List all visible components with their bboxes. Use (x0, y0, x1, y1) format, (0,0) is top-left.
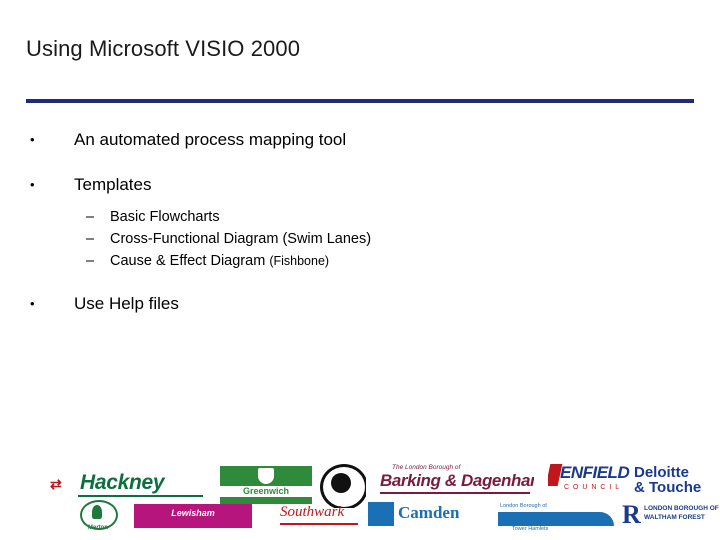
partner-logo-strip: ⇄ Hackney Greenwich The London Borough o… (30, 462, 719, 532)
sub-bullet-text: Basic Flowcharts (110, 209, 220, 225)
bullet-item-3: • Use Help files (26, 294, 694, 314)
magenta-logo-text: Lewisham (171, 508, 215, 518)
sub-bullet-list: – Basic Flowcharts – Cross-Functional Di… (26, 206, 694, 272)
bullet-text: Templates (74, 175, 152, 194)
waltham-logo-line1: LONDON BOROUGH OF (644, 505, 719, 512)
greenwich-logo: Greenwich (220, 466, 312, 504)
bullet-marker: • (30, 177, 35, 192)
barking-logo-text: Barking & Dagenham (380, 471, 534, 490)
bullet-item-1: • An automated process mapping tool (26, 130, 694, 150)
tree-crest-ring-icon (80, 500, 118, 530)
enfield-logo: ENFIELD C O U N C I L (548, 462, 632, 502)
southwark-logo: Southwark (280, 504, 362, 530)
sub-bullet-marker: – (86, 231, 95, 247)
bullet-marker: • (30, 132, 35, 147)
barking-underline (380, 492, 530, 494)
bullet-text: An automated process mapping tool (74, 130, 347, 149)
bullet-marker: • (30, 296, 35, 311)
page-title: Using Microsoft VISIO 2000 (26, 36, 301, 61)
waltham-logo-line2: WALTHAM FOREST (644, 514, 705, 521)
swoosh-logo-bottom-text: Tower Hamlets (512, 526, 549, 530)
tree-crest-logo: Merton (72, 500, 124, 532)
southwark-underline (280, 523, 358, 525)
enfield-logo-text: ENFIELD (560, 463, 630, 482)
sub-bullet-item-2: – Cross-Functional Diagram (Swim Lanes) (26, 228, 694, 250)
title-divider (26, 99, 694, 103)
bullet-text: Use Help files (74, 294, 179, 313)
hackney-logo-text: Hackney (80, 471, 165, 494)
waltham-initial-icon: R (622, 502, 641, 529)
borough-crest-logo (320, 464, 366, 508)
greenwich-crest-icon (258, 468, 274, 484)
deloitte-touche-logo: Deloitte & Touche (632, 464, 720, 502)
greenwich-band (220, 486, 312, 497)
camden-mark-icon (368, 502, 394, 526)
barking-dagenham-logo: The London Borough of Barking & Dagenham (378, 464, 534, 498)
sub-bullet-text-paren: (Fishbone) (269, 254, 330, 268)
barking-logo-subtitle: The London Borough of (392, 464, 461, 471)
southwark-logo-text: Southwark (280, 504, 345, 520)
sub-bullet-text: Cause & Effect Diagram (110, 253, 270, 269)
deloitte-logo-line1: Deloitte (634, 464, 690, 481)
hackney-arrows-icon: ⇄ (50, 476, 62, 492)
deloitte-logo-line2: & Touche (634, 479, 702, 496)
sub-bullet-marker: – (86, 209, 95, 225)
sub-bullet-item-1: – Basic Flowcharts (26, 206, 694, 228)
sub-bullet-text: Cross-Functional Diagram (Swim Lanes) (110, 231, 372, 247)
bullet-item-2: • Templates (26, 175, 694, 195)
camden-logo-text: Camden (398, 503, 460, 522)
swoosh-logo: London Borough of Tower Hamlets (498, 502, 614, 530)
sub-bullet-item-3: – Cause & Effect Diagram (Fishbone) (26, 250, 694, 272)
crest-inner-icon (331, 473, 351, 493)
tree-icon (92, 505, 102, 519)
slide-body: • An automated process mapping tool • Te… (26, 130, 694, 339)
greenwich-logo-text: Greenwich (242, 486, 289, 496)
waltham-forest-logo: R LONDON BOROUGH OF WALTHAM FOREST (622, 502, 720, 530)
enfield-logo-subtitle: C O U N C I L (564, 484, 621, 491)
hackney-underline (78, 495, 203, 497)
hackney-logo: ⇄ Hackney (48, 470, 208, 498)
camden-logo: Camden (368, 502, 490, 528)
magenta-bar-logo: Lewisham (134, 504, 252, 528)
swoosh-band-icon (498, 512, 614, 526)
swoosh-logo-top-text: London Borough of (500, 503, 547, 509)
sub-bullet-marker: – (86, 253, 95, 269)
tree-crest-logo-text: Merton (88, 525, 108, 531)
